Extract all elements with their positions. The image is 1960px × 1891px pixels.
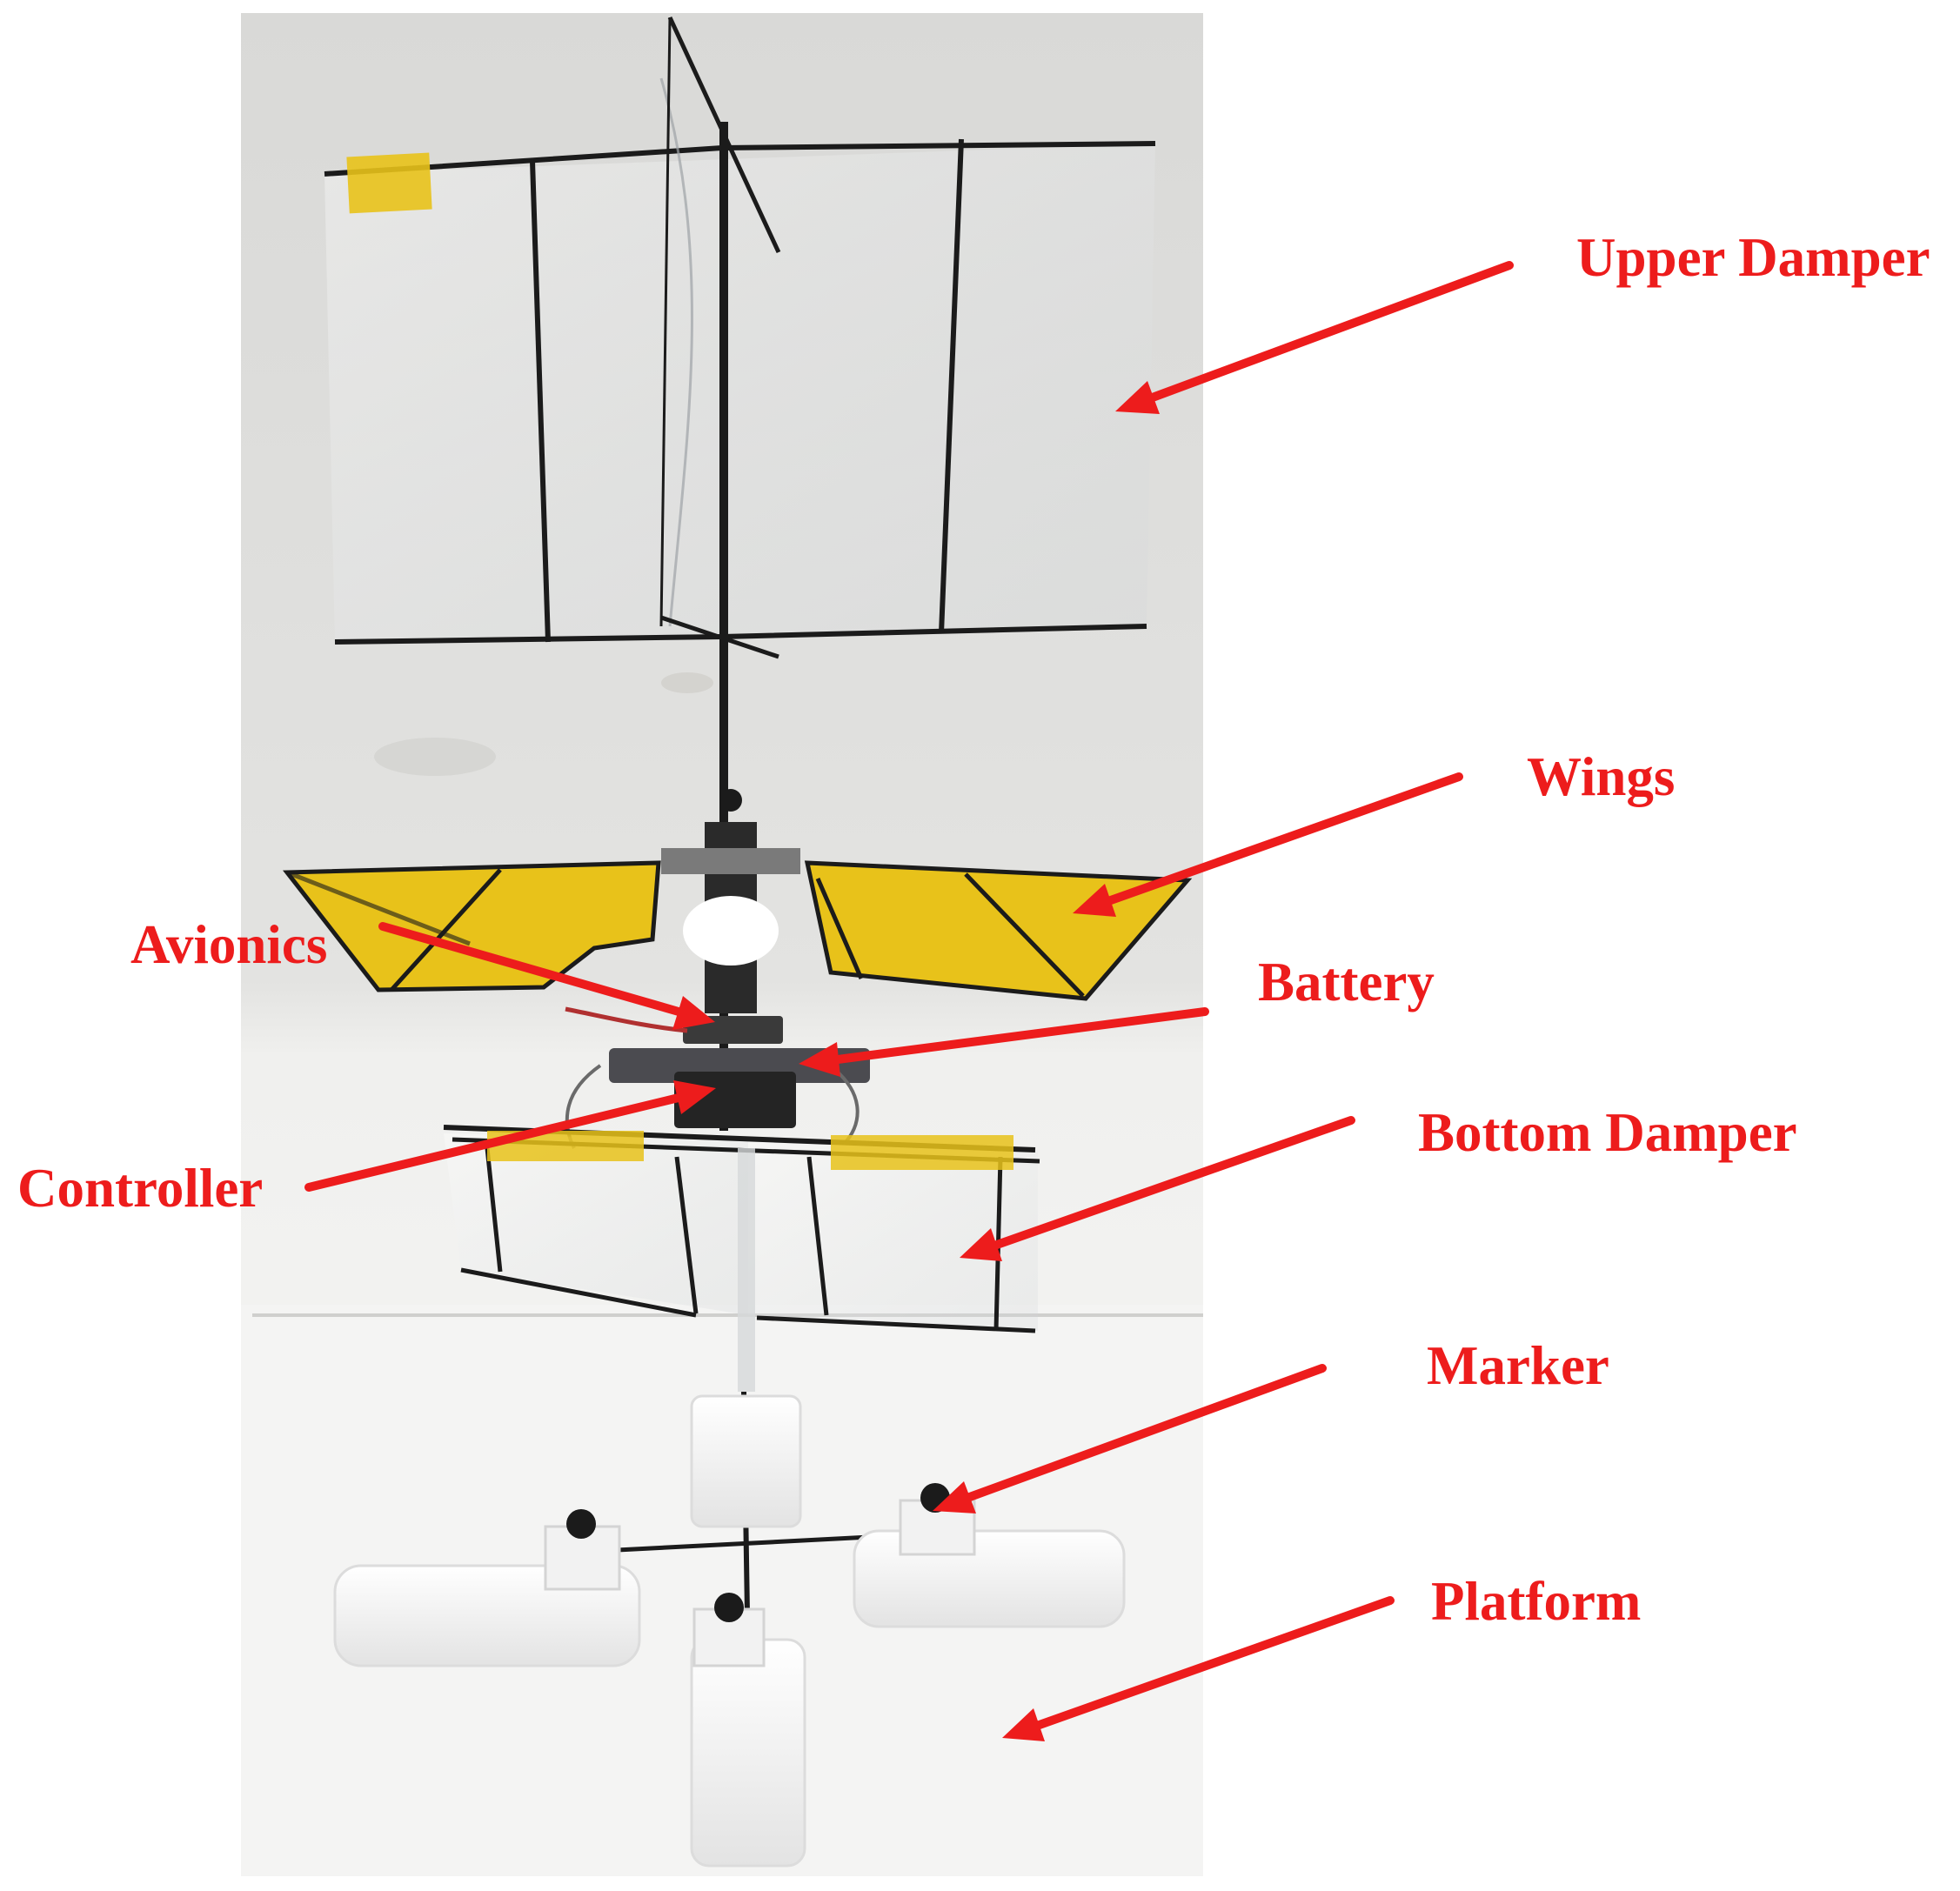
arrow-upper-damper <box>1146 261 1514 403</box>
arrow-battery <box>833 1007 1209 1064</box>
electronics-stack <box>565 1006 870 1149</box>
arrow-avionics <box>378 922 683 1016</box>
label-wings: Wings <box>1527 746 1676 807</box>
arrow-bottom-damper-head <box>960 1228 1002 1261</box>
arrow-platform <box>1033 1596 1395 1730</box>
arrow-controller-head <box>673 1080 716 1114</box>
label-controller: Controller <box>17 1158 264 1219</box>
label-platform: Platform <box>1431 1571 1642 1632</box>
arrow-platform-head <box>1002 1708 1045 1741</box>
label-battery: Battery <box>1258 952 1435 1012</box>
arrow-marker-head <box>933 1481 976 1513</box>
arrow-bottom-damper <box>990 1116 1355 1250</box>
arrow-avionics-head <box>672 996 715 1030</box>
arrow-battery-head <box>799 1042 840 1077</box>
arrow-marker <box>963 1364 1327 1502</box>
annotation-arrows <box>304 261 1514 1741</box>
marker-left <box>566 1509 596 1539</box>
arrow-wings <box>1104 772 1463 905</box>
label-avionics: Avionics <box>130 914 328 975</box>
markers <box>566 1483 950 1622</box>
label-marker: Marker <box>1427 1335 1609 1396</box>
wings <box>282 860 1193 1001</box>
label-upper-damper: Upper Damper <box>1576 227 1930 288</box>
arrow-controller <box>304 1093 683 1192</box>
arrow-upper-damper-head <box>1115 381 1160 414</box>
marker-front <box>714 1593 744 1622</box>
arrow-wings-head <box>1073 884 1116 917</box>
label-bottom-damper: Bottom Damper <box>1418 1102 1797 1163</box>
